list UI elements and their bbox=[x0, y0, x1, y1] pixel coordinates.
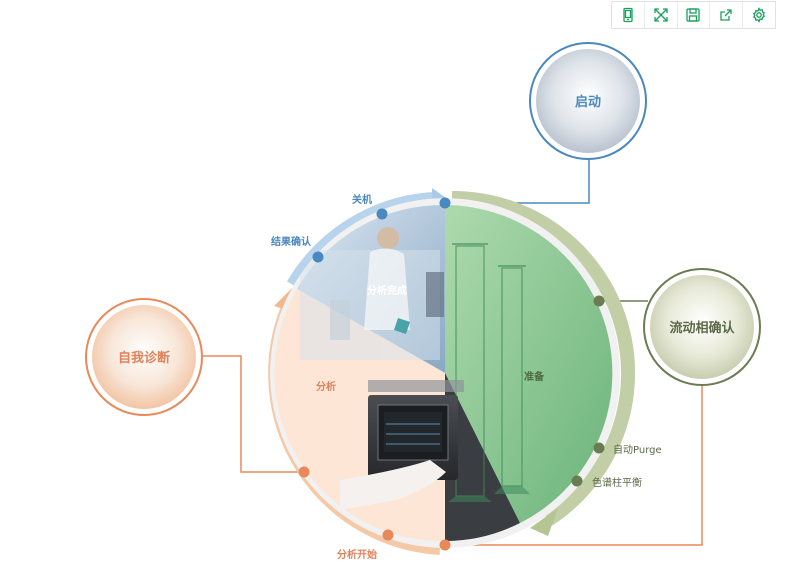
point-end-marker[interactable] bbox=[439, 539, 451, 551]
point-label-shutdown: 关机 bbox=[352, 193, 372, 206]
tablet-button[interactable] bbox=[612, 2, 645, 28]
share-icon bbox=[720, 9, 732, 21]
expand-button[interactable] bbox=[645, 2, 678, 28]
segment-label-analysis-done: 分析完成 bbox=[367, 284, 407, 297]
settings-icon bbox=[753, 7, 766, 23]
wedge-prepare bbox=[445, 205, 613, 523]
segment-label-prepare: 准备 bbox=[524, 370, 545, 383]
node-self-diagnosis[interactable]: 自我诊断 bbox=[85, 298, 203, 416]
point-label-auto-purge: 自动Purge bbox=[613, 443, 662, 456]
node-start[interactable]: 启动 bbox=[529, 42, 647, 160]
point-label-result-confirm: 结果确认 bbox=[271, 235, 312, 248]
instrument-image bbox=[340, 380, 464, 510]
save-button[interactable] bbox=[678, 2, 711, 28]
expand-icon bbox=[654, 8, 668, 22]
save-icon bbox=[686, 8, 701, 22]
connector-flow-confirm-down bbox=[445, 386, 703, 546]
point-column-balance-marker[interactable] bbox=[571, 475, 583, 487]
settings-button[interactable] bbox=[743, 2, 775, 28]
point-label-analysis-start: 分析开始 bbox=[337, 548, 377, 561]
node-self-diagnosis-label: 自我诊断 bbox=[118, 350, 170, 366]
point-flow-confirm-marker[interactable] bbox=[593, 295, 605, 307]
lab-scene-image bbox=[300, 227, 444, 360]
node-flow-confirm-label: 流动相确认 bbox=[669, 320, 735, 336]
point-self-diagnosis-marker[interactable] bbox=[298, 466, 310, 478]
share-button[interactable] bbox=[710, 2, 744, 28]
point-label-column-balance: 色谱柱平衡 bbox=[592, 476, 642, 489]
tablet-icon bbox=[623, 7, 633, 23]
node-start-label: 启动 bbox=[575, 94, 601, 110]
node-flow-confirm[interactable]: 流动相确认 bbox=[643, 268, 761, 386]
toolbar bbox=[611, 1, 776, 29]
ring-green-arrow bbox=[451, 190, 636, 526]
point-auto-purge-marker[interactable] bbox=[593, 442, 605, 454]
ring-green-arrowhead bbox=[530, 508, 558, 536]
connector-self-diagnosis bbox=[202, 355, 304, 473]
cylinders-image bbox=[448, 243, 530, 502]
point-shutdown-marker[interactable] bbox=[376, 208, 388, 220]
segment-label-analysis: 分析 bbox=[316, 380, 336, 393]
point-result-confirm-marker[interactable] bbox=[312, 251, 324, 263]
point-analysis-start-marker[interactable] bbox=[382, 529, 394, 541]
point-start-marker[interactable] bbox=[439, 197, 451, 209]
